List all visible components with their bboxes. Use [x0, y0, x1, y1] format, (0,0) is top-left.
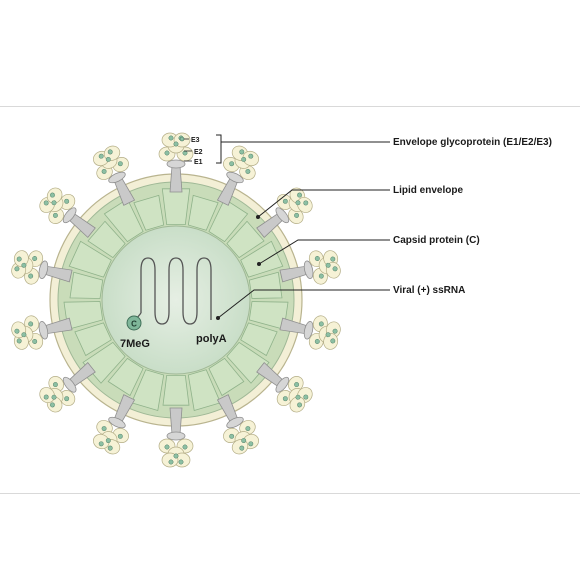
callouts — [216, 134, 390, 319]
callout-glycoprotein — [216, 134, 222, 164]
spike-icon — [39, 362, 96, 413]
cap-7meg-icon: C — [126, 315, 142, 331]
e3-label: E3 — [191, 137, 200, 144]
bottom-divider — [0, 493, 580, 494]
capsid-subunit-icon — [162, 375, 190, 406]
capsid-subunit-icon — [68, 240, 112, 278]
spike-icon — [11, 250, 73, 285]
capsid-subunit-icon — [87, 220, 126, 259]
viral-rna — [140, 257, 212, 325]
spike-icon — [256, 187, 313, 238]
glycoprotein-spikes — [11, 132, 341, 468]
spike-icon — [279, 250, 341, 285]
spike-icon — [279, 315, 341, 350]
capsid-subunit-icon — [187, 194, 219, 231]
capsid-subunit-icon — [133, 194, 165, 231]
subunit-labels: E3 E2 E1 — [179, 136, 203, 166]
spike-icon — [216, 145, 259, 206]
spike-icon — [158, 407, 194, 468]
capsid-subunit-icon — [74, 322, 112, 357]
capsid-subunit-icon — [208, 357, 245, 397]
capsid-subunit-icon — [208, 198, 249, 243]
callout-capsid — [258, 239, 390, 265]
spike-icon — [216, 394, 259, 455]
spike-icon — [158, 132, 194, 193]
cap-letter: C — [131, 320, 137, 329]
top-divider — [0, 106, 580, 107]
callout-rna — [217, 289, 390, 319]
spike-icon — [256, 362, 313, 413]
capsid-subunit-icon — [240, 240, 284, 278]
core — [101, 225, 251, 375]
e1-label: E1 — [194, 159, 203, 166]
capsid-subunit-icon — [63, 301, 104, 330]
capsid-subunit-icon — [187, 369, 222, 412]
callout-lipid — [257, 189, 390, 218]
spike-icon — [39, 187, 96, 238]
label-lipid-envelope: Lipid envelope — [393, 185, 463, 196]
capsid-subunit-icon — [107, 357, 144, 397]
polya-label: polyA — [196, 333, 227, 345]
capsid-subunit-icon — [240, 322, 278, 357]
capsid-subunit-icon — [69, 271, 104, 299]
spike-icon — [11, 315, 73, 350]
label-rna: Viral (+) ssRNA — [393, 285, 465, 296]
e2-label: E2 — [194, 149, 203, 156]
spike-icon — [93, 394, 136, 455]
label-capsid: Capsid protein (C) — [393, 235, 480, 246]
capsid-subunit-icon — [161, 188, 191, 225]
capsid-subunit-icon — [226, 220, 265, 259]
cap-label: 7MeG — [120, 338, 150, 350]
spike-icon — [93, 145, 136, 206]
label-glycoprotein: Envelope glycoprotein (E1/E2/E3) — [393, 137, 552, 148]
